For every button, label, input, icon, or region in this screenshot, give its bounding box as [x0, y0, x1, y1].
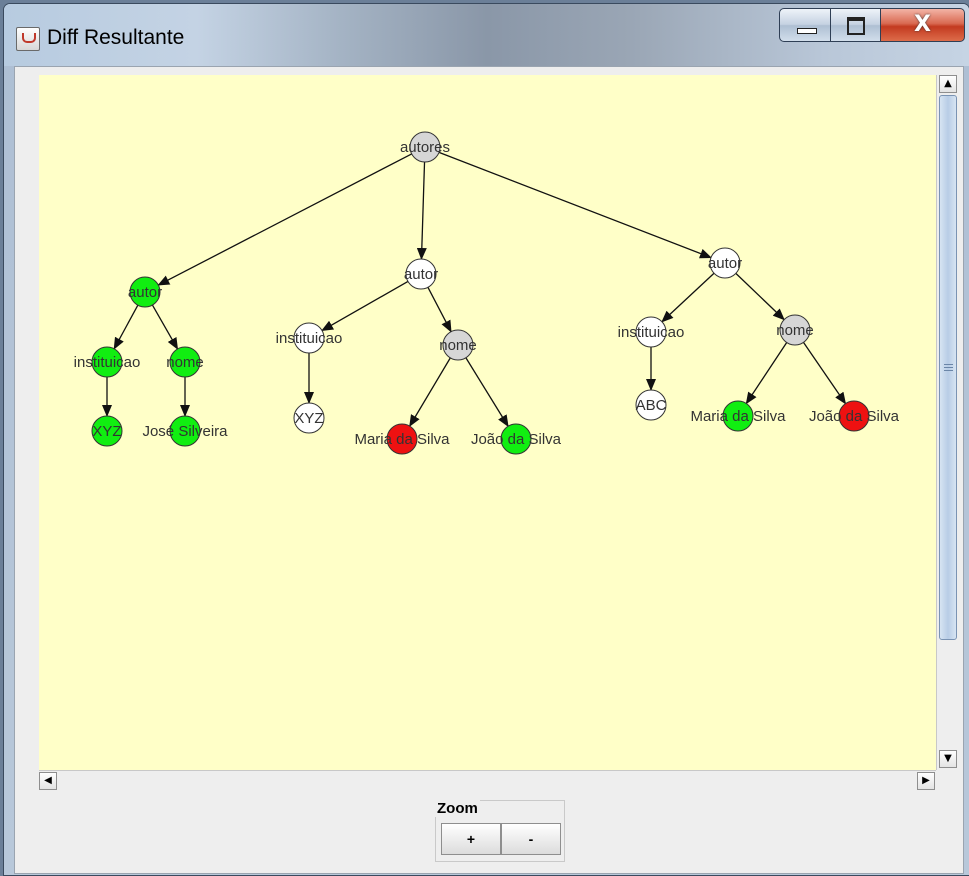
tree-node-label: instituicao — [276, 330, 343, 347]
tree-node-circle — [838, 400, 870, 432]
tree-node[interactable]: Maria da Silva — [354, 423, 450, 455]
zoom-in-button[interactable]: + — [441, 823, 501, 855]
horizontal-scrollbar[interactable]: ◀ ▶ — [39, 770, 936, 791]
vertical-scroll-thumb[interactable] — [939, 95, 957, 640]
tree-node-circle — [169, 415, 201, 447]
tree-node-circle — [91, 415, 123, 447]
maximize-icon — [847, 17, 865, 35]
tree-edge — [416, 161, 427, 261]
tree-edge — [661, 272, 715, 323]
tree-node[interactable]: autor — [708, 247, 742, 279]
tree-edge — [735, 272, 785, 321]
tree-node-circle — [129, 276, 161, 308]
tree-node-circle — [442, 329, 474, 361]
tree-node[interactable]: João da Silva — [809, 400, 900, 432]
scroll-down-button[interactable]: ▼ — [939, 750, 957, 768]
close-button[interactable]: X — [881, 8, 965, 42]
tree-node-label: XYZ — [92, 423, 121, 440]
tree-node-label: Maria da Silva — [690, 408, 786, 425]
tree-node-circle — [405, 258, 437, 290]
tree-node[interactable]: autor — [128, 276, 162, 308]
tree-node[interactable]: autores — [400, 131, 450, 163]
tree-node[interactable]: instituicao — [618, 316, 685, 348]
tree-node-label: ABC — [636, 397, 667, 414]
maximize-button[interactable] — [831, 8, 881, 42]
tree-node-label: João da Silva — [809, 408, 900, 425]
tree-edge — [321, 280, 409, 332]
tree-node-circle — [91, 346, 123, 378]
tree-node[interactable]: ABC — [635, 389, 667, 421]
tree-node-circle — [500, 423, 532, 455]
tree-node-label: instituicao — [74, 354, 141, 371]
tree-edge — [438, 151, 712, 259]
tree-node[interactable]: José Silveira — [142, 415, 228, 447]
vertical-scrollbar[interactable]: ▲ ▼ — [936, 75, 959, 770]
down-arrow-icon: ▼ — [944, 753, 952, 764]
tree-edge — [745, 342, 788, 405]
tree-node[interactable]: nome — [439, 329, 477, 361]
tree-node[interactable]: instituicao — [276, 322, 343, 354]
tree-edge — [157, 153, 412, 286]
tree-node-label: José Silveira — [142, 423, 228, 440]
window-title: Diff Resultante — [47, 26, 185, 49]
tree-node-label: autor — [708, 255, 742, 272]
tree-node-circle — [409, 131, 441, 163]
tree-node-circle — [635, 389, 667, 421]
tree-edge — [427, 287, 452, 333]
tree-node[interactable]: nome — [166, 346, 204, 378]
tree-node-label: autores — [400, 139, 450, 156]
diff-window: Diff Resultante X autores autor instituica… — [3, 3, 969, 876]
right-arrow-icon: ▶ — [922, 775, 930, 786]
tree-node[interactable]: autor — [404, 258, 438, 290]
zoom-out-button[interactable]: - — [501, 823, 561, 855]
tree-node[interactable]: João da Silva — [471, 423, 562, 455]
tree-node-label: nome — [166, 354, 204, 371]
minimize-button[interactable] — [779, 8, 831, 42]
tree-node-label: autor — [128, 284, 162, 301]
tree-node-circle — [169, 346, 201, 378]
scroll-right-button[interactable]: ▶ — [917, 772, 935, 790]
close-icon: X — [914, 12, 931, 37]
tree-node-circle — [293, 402, 325, 434]
title-bar[interactable]: Diff Resultante X — [4, 4, 969, 66]
tree-node-circle — [722, 400, 754, 432]
tree-edge — [409, 357, 451, 427]
tree-node-circle — [709, 247, 741, 279]
tree-edge — [151, 304, 179, 350]
grip-line — [944, 370, 953, 371]
tree-node[interactable]: nome — [776, 314, 814, 346]
up-arrow-icon: ▲ — [944, 78, 952, 89]
tree-edge — [465, 357, 509, 428]
tree-edge — [802, 342, 847, 405]
tree-node[interactable]: XYZ — [293, 402, 325, 434]
zoom-label: Zoom — [435, 800, 480, 817]
tree-node-label: nome — [439, 337, 477, 354]
tree-edge — [113, 304, 139, 350]
tree-node-circle — [386, 423, 418, 455]
left-arrow-icon: ◀ — [44, 775, 52, 786]
scroll-up-button[interactable]: ▲ — [939, 75, 957, 93]
tree-node-label: nome — [776, 322, 814, 339]
tree-node-label: instituicao — [618, 324, 685, 341]
tree-node-label: João da Silva — [471, 431, 562, 448]
tree-node-circle — [635, 316, 667, 348]
minimize-icon — [797, 28, 817, 34]
tree-node-circle — [779, 314, 811, 346]
tree-node[interactable]: instituicao — [74, 346, 141, 378]
tree-node-label: XYZ — [294, 410, 323, 427]
tree-node-label: autor — [404, 266, 438, 283]
tree-node-circle — [293, 322, 325, 354]
scroll-left-button[interactable]: ◀ — [39, 772, 57, 790]
tree-node[interactable]: XYZ — [91, 415, 123, 447]
tree-node-label: Maria da Silva — [354, 431, 450, 448]
grip-line — [944, 364, 953, 365]
tree-node[interactable]: Maria da Silva — [690, 400, 786, 432]
java-app-icon — [16, 27, 40, 51]
grip-line — [944, 367, 953, 368]
zoom-panel — [435, 800, 565, 862]
